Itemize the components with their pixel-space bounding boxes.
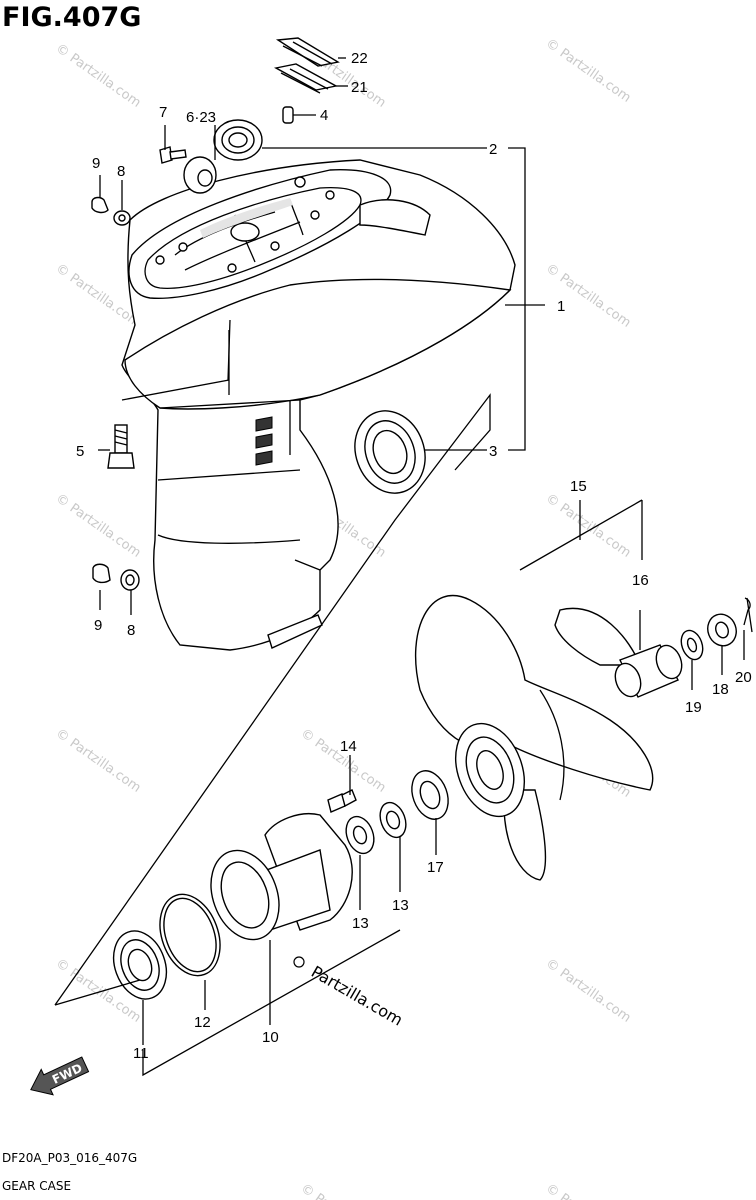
callout-label: 11 bbox=[133, 1045, 149, 1062]
callout-label: 18 bbox=[712, 681, 729, 698]
callout-label: 9 bbox=[94, 617, 102, 634]
watermark: © Partzilla.com bbox=[543, 491, 634, 561]
bearing-11 bbox=[112, 930, 168, 1000]
callout-label: 4 bbox=[320, 107, 328, 124]
callout-label: 10 bbox=[262, 1029, 279, 1046]
watermark: © Partzilla.com bbox=[543, 261, 634, 331]
watermark: © Partzilla.com bbox=[53, 726, 144, 796]
callout-labels: 22 21 4 7 6·23 2 9 8 1 5 3 15 16 9 8 20 … bbox=[76, 50, 752, 1062]
oil-seal-13 bbox=[345, 801, 407, 855]
plug-9-upper bbox=[91, 196, 109, 214]
callout-label: 5 bbox=[76, 443, 84, 460]
callout-label: 12 bbox=[194, 1014, 211, 1031]
figure-name: GEAR CASE bbox=[2, 1179, 71, 1193]
watermark: © Partzilla.com bbox=[298, 726, 389, 796]
callout-label: 1 bbox=[557, 298, 565, 315]
callout-label: 19 bbox=[685, 699, 702, 716]
callout-label: 15 bbox=[570, 478, 587, 495]
brand-text: Partzilla.com bbox=[308, 962, 406, 1030]
bushing-16 bbox=[614, 644, 683, 698]
watermark: © Partzilla.com bbox=[543, 1181, 634, 1200]
watermark: © Partzilla.com bbox=[53, 41, 144, 111]
callout-label: 7 bbox=[159, 104, 167, 121]
leader-lines bbox=[54, 57, 745, 1077]
bolt-7 bbox=[159, 146, 187, 164]
rubber-strip-22 bbox=[275, 37, 340, 67]
figure-title: FIG.407G bbox=[2, 2, 141, 33]
callout-label: 8 bbox=[127, 622, 135, 639]
watermark: © Partzilla.com bbox=[298, 1181, 389, 1200]
bearing-3 bbox=[354, 410, 426, 494]
watermark: © Partzilla.com bbox=[543, 956, 634, 1026]
cotter-pin-20 bbox=[743, 597, 751, 626]
brand-watermark: Partzilla.com bbox=[293, 956, 406, 1030]
callout-label: 6·23 bbox=[186, 109, 216, 126]
nut-18 bbox=[707, 613, 737, 647]
callout-label: 9 bbox=[92, 155, 100, 172]
callout-label: 16 bbox=[632, 572, 649, 589]
callout-label: 21 bbox=[351, 79, 368, 96]
callout-label: 3 bbox=[489, 443, 497, 460]
figure-code: DF20A_P03_016_407G bbox=[2, 1151, 137, 1165]
callout-label: 8 bbox=[117, 163, 125, 180]
callout-label: 22 bbox=[351, 50, 368, 67]
callout-label: 17 bbox=[427, 859, 444, 876]
bearing-6-23 bbox=[183, 119, 263, 194]
watermark: © Partzilla.com bbox=[53, 491, 144, 561]
callout-label: 13 bbox=[352, 915, 369, 932]
callout-label: 13 bbox=[392, 897, 409, 914]
bolt-14 bbox=[327, 789, 357, 813]
bolt-5 bbox=[107, 424, 135, 469]
callout-label: 20 bbox=[735, 669, 752, 686]
spacer-17 bbox=[411, 770, 449, 820]
propeller-15 bbox=[414, 594, 654, 881]
callout-label: 2 bbox=[489, 141, 497, 158]
plug-9-lower bbox=[92, 563, 111, 584]
watermark: © Partzilla.com bbox=[543, 36, 634, 106]
gear-case-housing bbox=[121, 159, 516, 651]
callout-label: 14 bbox=[340, 738, 357, 755]
propeller-shaft-housing-10 bbox=[210, 813, 353, 941]
fwd-badge: FWD bbox=[30, 1056, 90, 1096]
dowel-pin bbox=[282, 106, 294, 124]
